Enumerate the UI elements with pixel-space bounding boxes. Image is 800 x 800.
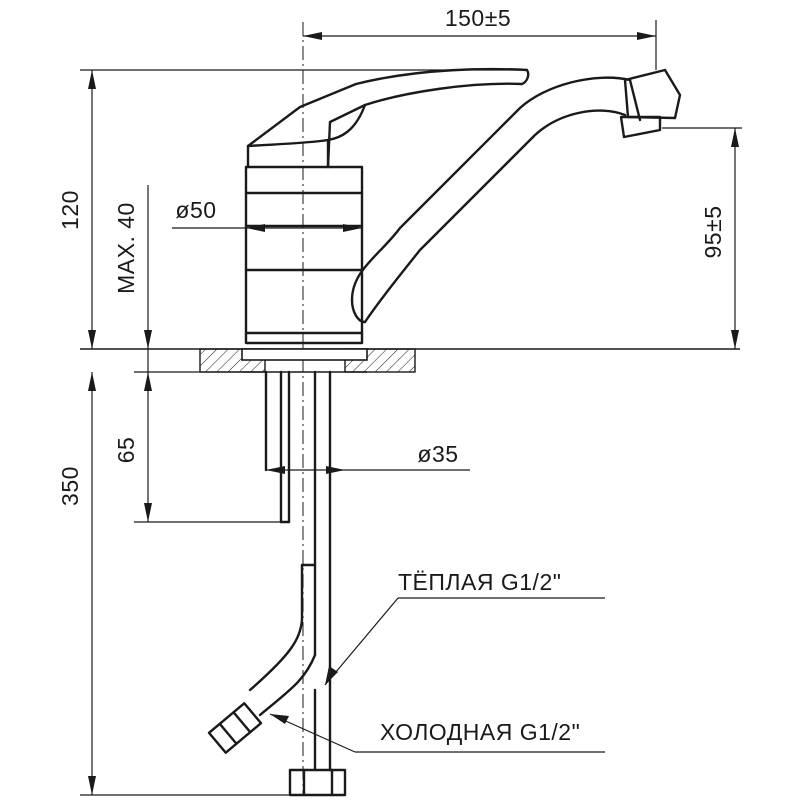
dim-max-thickness: MAX. 40: [113, 185, 152, 522]
dim-depth-below: 350: [57, 371, 300, 796]
dim-width-top-label: 150±5: [445, 5, 511, 31]
supply-hoses: [207, 370, 347, 797]
dim-shank-length: 65: [113, 437, 289, 523]
callout-warm: ТЁПЛАЯ G1/2": [324, 569, 605, 686]
dim-depth-below-label: 350: [57, 466, 83, 506]
spout: [350, 68, 682, 324]
dim-max-thickness-label: MAX. 40: [113, 202, 139, 294]
dim-diameter-body: ø50: [172, 197, 362, 232]
countertop-section: [199, 348, 416, 373]
callout-cold: ХОЛОДНАЯ G1/2": [269, 713, 605, 753]
dim-spout-height: 95±5: [662, 127, 742, 349]
callout-warm-label: ТЁПЛАЯ G1/2": [398, 569, 561, 595]
dim-shank-length-label: 65: [113, 437, 139, 464]
dim-width-top: 150±5: [303, 5, 657, 70]
faucet-body: [244, 67, 530, 345]
threaded-shank: [264, 370, 291, 524]
callout-cold-label: ХОЛОДНАЯ G1/2": [380, 719, 580, 745]
dim-height-total-label: 120: [57, 190, 83, 230]
dim-spout-height-label: 95±5: [700, 206, 726, 259]
dim-diameter-shank: ø35: [266, 441, 470, 474]
dim-diameter-shank-label: ø35: [417, 441, 458, 467]
dim-height-total: 120: [57, 69, 520, 349]
dim-diameter-body-label: ø50: [175, 197, 216, 223]
